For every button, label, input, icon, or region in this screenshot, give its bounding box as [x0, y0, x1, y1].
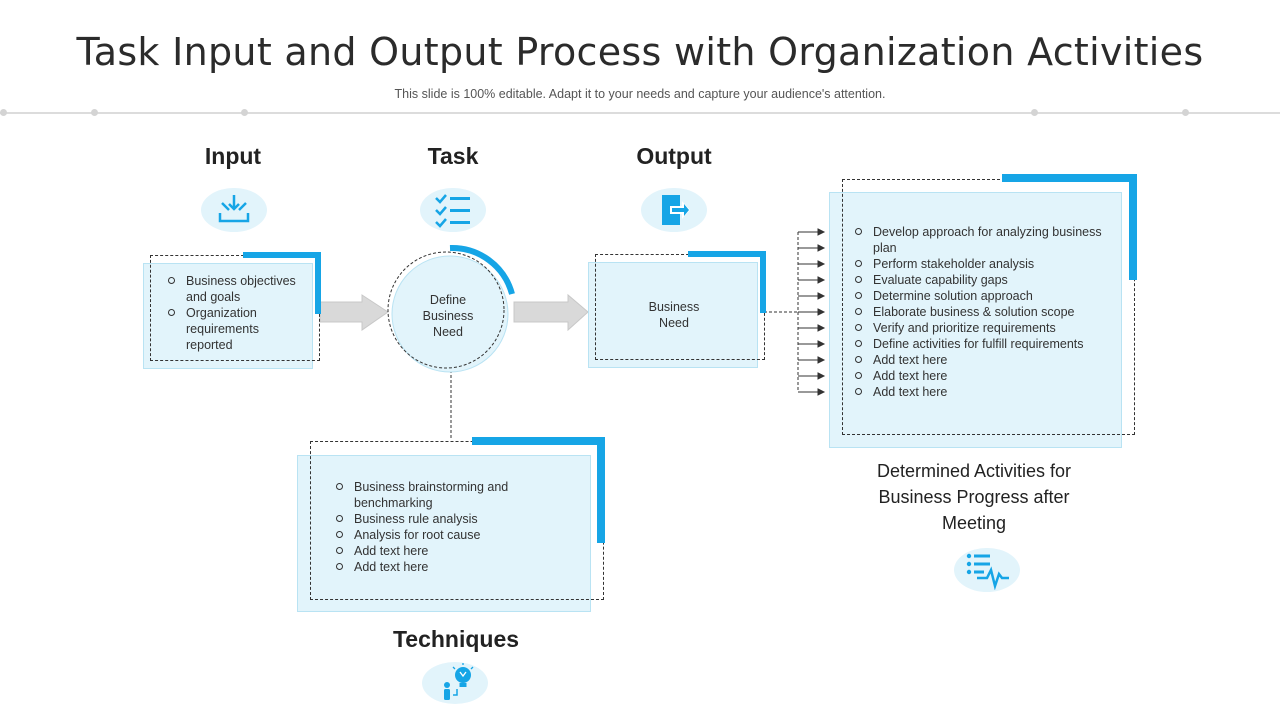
list-item: Business objectives and goals: [166, 273, 306, 305]
exit-arrow-icon: [641, 188, 707, 232]
input-heading: Input: [204, 143, 262, 169]
idea-bulb-person-icon: [422, 662, 488, 704]
fan-arrowheads: [798, 228, 826, 396]
output-to-activities-fan: [764, 232, 799, 392]
activities-list: Develop approach for analyzing business …: [853, 224, 1113, 400]
task-circle: [387, 244, 515, 373]
techniques-list: Business brainstorming and benchmarking …: [334, 479, 549, 575]
input-list: Business objectives and goals Organizati…: [166, 273, 306, 353]
divider-dot: [241, 109, 248, 116]
divider-dot: [91, 109, 98, 116]
list-item: Analysis for root cause: [334, 527, 549, 543]
activities-card-frame: [842, 179, 1135, 435]
output-card-accent: [760, 251, 766, 313]
output-heading: Output: [636, 143, 712, 169]
list-item: Add text here: [853, 368, 1113, 384]
input-to-task-arrow: [319, 294, 389, 331]
list-item: Organization requirements reported: [166, 305, 306, 353]
header-divider: [0, 112, 1280, 114]
activities-card-accent: [1129, 174, 1137, 280]
list-item: Perform stakeholder analysis: [853, 256, 1113, 272]
input-card-accent: [315, 252, 321, 314]
input-card-accent: [243, 252, 321, 258]
list-item: Business rule analysis: [334, 511, 549, 527]
inbox-arrows-icon: [201, 188, 267, 232]
output-card-accent: [688, 251, 766, 257]
divider-dot: [1182, 109, 1189, 116]
list-item: Add text here: [334, 559, 549, 575]
list-item: Evaluate capability gaps: [853, 272, 1113, 288]
list-item: Determine solution approach: [853, 288, 1113, 304]
checklist-icon: [420, 188, 486, 232]
list-item: Verify and prioritize requirements: [853, 320, 1113, 336]
activities-card-accent: [1002, 174, 1137, 182]
techniques-heading: Techniques: [392, 626, 520, 652]
output-card-bg: [588, 262, 758, 368]
techniques-card-bg: [297, 455, 591, 612]
task-heading: Task: [427, 143, 479, 169]
list-item: Define activities for fulfill requiremen…: [853, 336, 1113, 352]
task-center-label: Define Business Need: [422, 293, 474, 339]
output-box-label: Business Need: [648, 300, 700, 330]
techniques-card-accent: [597, 437, 605, 543]
list-item: Business brainstorming and benchmarking: [334, 479, 549, 511]
pulse-list-icon: [954, 548, 1020, 592]
activities-card-bg: [829, 192, 1122, 448]
divider-dot: [0, 109, 7, 116]
list-item: Add text here: [853, 352, 1113, 368]
task-to-output-arrow: [513, 293, 589, 332]
list-item: Add text here: [334, 543, 549, 559]
list-item: Add text here: [853, 384, 1113, 400]
list-item: Develop approach for analyzing business …: [853, 224, 1113, 256]
list-item: Elaborate business & solution scope: [853, 304, 1113, 320]
page-subtitle: This slide is 100% editable. Adapt it to…: [394, 87, 886, 101]
page-title: Task Input and Output Process with Organ…: [76, 30, 1204, 74]
techniques-card-accent: [472, 437, 605, 445]
activities-caption: Determined Activities for Business Progr…: [876, 461, 1072, 533]
divider-dot: [1031, 109, 1038, 116]
